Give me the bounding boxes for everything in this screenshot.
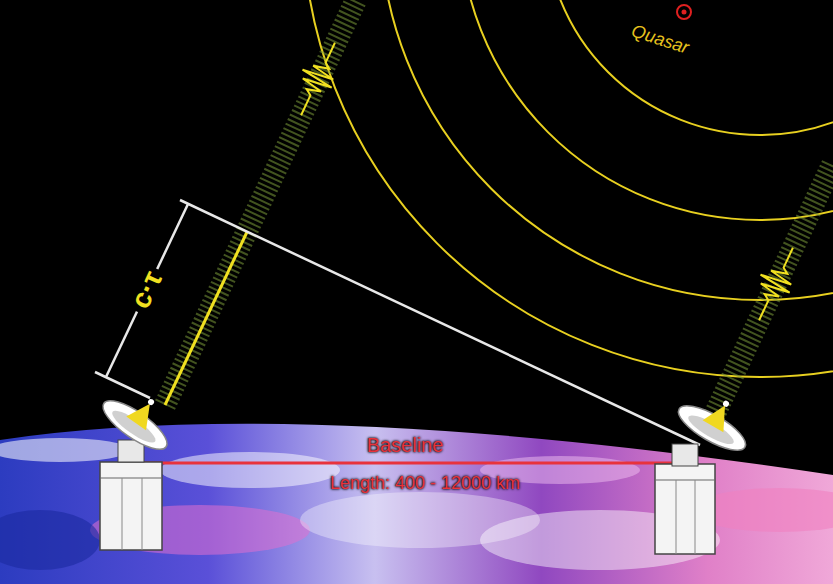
pedestal-seam (676, 480, 677, 554)
wavefront-line (180, 200, 700, 445)
feed-tip (147, 398, 155, 406)
wavefront-arc (460, 0, 833, 220)
quasar-symbol (677, 5, 691, 19)
dish-reflector (673, 398, 752, 459)
signal-waveform (285, 35, 350, 122)
cloud (0, 438, 130, 462)
quasar-core (682, 10, 687, 15)
earth (0, 424, 833, 584)
wavefronts (303, 0, 833, 377)
quasar-ring (677, 5, 691, 19)
pedestal-seam (655, 480, 715, 481)
clouds (0, 438, 833, 570)
source-label: Quasar (629, 21, 691, 58)
dish-feed (126, 397, 159, 430)
telescope-mount (672, 444, 698, 466)
telescope-dish (673, 382, 761, 458)
delay-label: c·τ (121, 261, 173, 319)
signal-band (712, 163, 833, 420)
pedestal-seam (695, 480, 696, 554)
wavefront-arc (545, 0, 833, 135)
extension-line (95, 372, 150, 398)
signal-waveform (743, 240, 808, 327)
wavefront-arc (303, 0, 833, 377)
pedestal-seam (100, 478, 162, 479)
radio-telescope (655, 382, 760, 554)
earth-limb (0, 424, 833, 584)
dimension-line (106, 204, 188, 377)
signal-ray (165, 232, 247, 405)
telescope-pedestal (655, 464, 715, 554)
dish-reflector (96, 393, 173, 458)
baseline-label: Baseline (367, 434, 444, 456)
baseline-line (138, 462, 690, 465)
telescope-pedestal (100, 462, 162, 550)
signal-band (165, 0, 356, 405)
radio-telescope (96, 378, 183, 550)
cloud (0, 510, 100, 570)
length-label: Length: 400 - 12000 km (330, 474, 520, 494)
feed-tip (722, 400, 730, 408)
dish-feed (703, 399, 736, 432)
cloud (160, 452, 340, 488)
dish-inner (109, 406, 160, 447)
telescope-dish (96, 378, 183, 458)
pedestal-seam (142, 478, 143, 550)
pedestal-seam (122, 478, 123, 550)
